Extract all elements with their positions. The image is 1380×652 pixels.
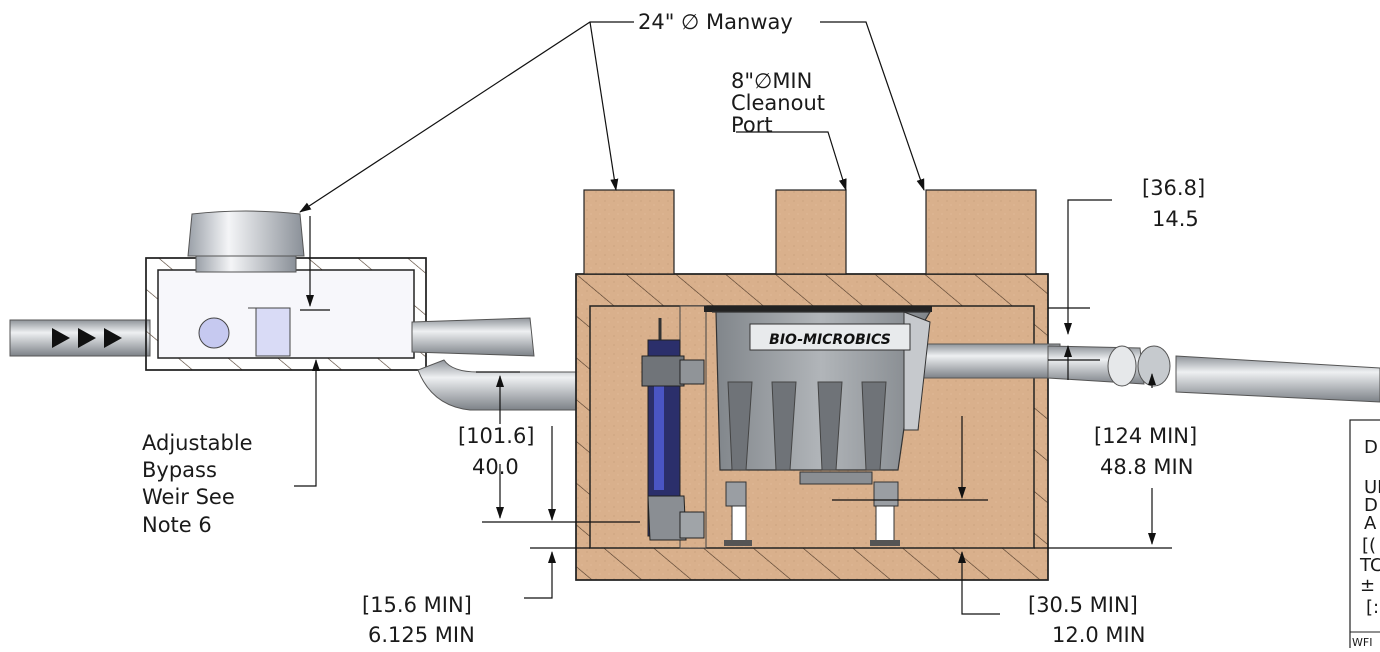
elbow-pipe — [417, 359, 579, 411]
notes-box: D UI D A [( TC ± [: WFI — [1349, 419, 1380, 652]
cleanout-label-1: 8"∅MIN — [731, 69, 812, 93]
notes-line-0: D — [1364, 437, 1378, 458]
notes-line-6: TC — [1359, 555, 1380, 576]
bypass-label-2: Bypass — [142, 458, 217, 482]
filter-column — [641, 318, 705, 541]
cleanout-riser — [775, 189, 847, 275]
outlet-ring — [1137, 345, 1171, 387]
notes-line-2: UI — [1364, 477, 1380, 498]
notes-line-8: [: — [1366, 597, 1379, 618]
cleanout-label-2: Cleanout — [731, 91, 825, 115]
dim-48-8-metric: [124 MIN] — [1094, 424, 1197, 448]
bypass-label-3: Weir See — [142, 485, 235, 509]
notes-line-3: D — [1364, 495, 1378, 516]
tank-outlet-pipe — [915, 343, 1061, 379]
bypass-port-circle — [198, 317, 230, 349]
baffle-wall — [679, 305, 707, 549]
treatment-unit: BIO-MICROBICS — [704, 306, 932, 546]
dim-12-metric: [30.5 MIN] — [1028, 593, 1138, 617]
dim-40-imperial: 40.0 — [472, 455, 519, 479]
flow-arrows-icon — [52, 328, 122, 348]
notes-line-4: A — [1364, 513, 1377, 534]
bypass-box — [145, 210, 427, 371]
dim-12-imperial: 12.0 MIN — [1052, 623, 1145, 647]
cleanout-label-3: Port — [731, 113, 773, 137]
notes-line-5: [( — [1362, 535, 1376, 556]
manway-riser-left — [583, 189, 675, 275]
bypass-outlet-pipe — [411, 317, 535, 357]
outlet-pipe — [1175, 355, 1380, 403]
bypass-riser-cap — [187, 210, 305, 257]
leader-lines — [294, 21, 1172, 615]
dim-14-5-metric: [36.8] — [1142, 176, 1205, 200]
notes-footer: WFI — [1352, 636, 1372, 648]
dim-14-5-imperial: 14.5 — [1152, 207, 1199, 231]
dim-48-8-imperial: 48.8 MIN — [1100, 455, 1193, 479]
dim-40-metric: [101.6] — [458, 424, 535, 448]
notes-line-7: ± — [1360, 575, 1375, 596]
bypass-label-4: Note 6 — [142, 513, 212, 537]
dim-6-125-imperial: 6.125 MIN — [368, 623, 475, 647]
bypass-weir — [255, 307, 291, 357]
brand-logo: BIO-MICROBICS — [769, 332, 891, 348]
manway-riser-right — [925, 189, 1037, 275]
bypass-label-1: Adjustable — [142, 431, 253, 455]
manway-label: 24" ∅ Manway — [638, 10, 793, 34]
outlet-joint — [1107, 345, 1137, 387]
dim-6-125-metric: [15.6 MIN] — [362, 593, 472, 617]
